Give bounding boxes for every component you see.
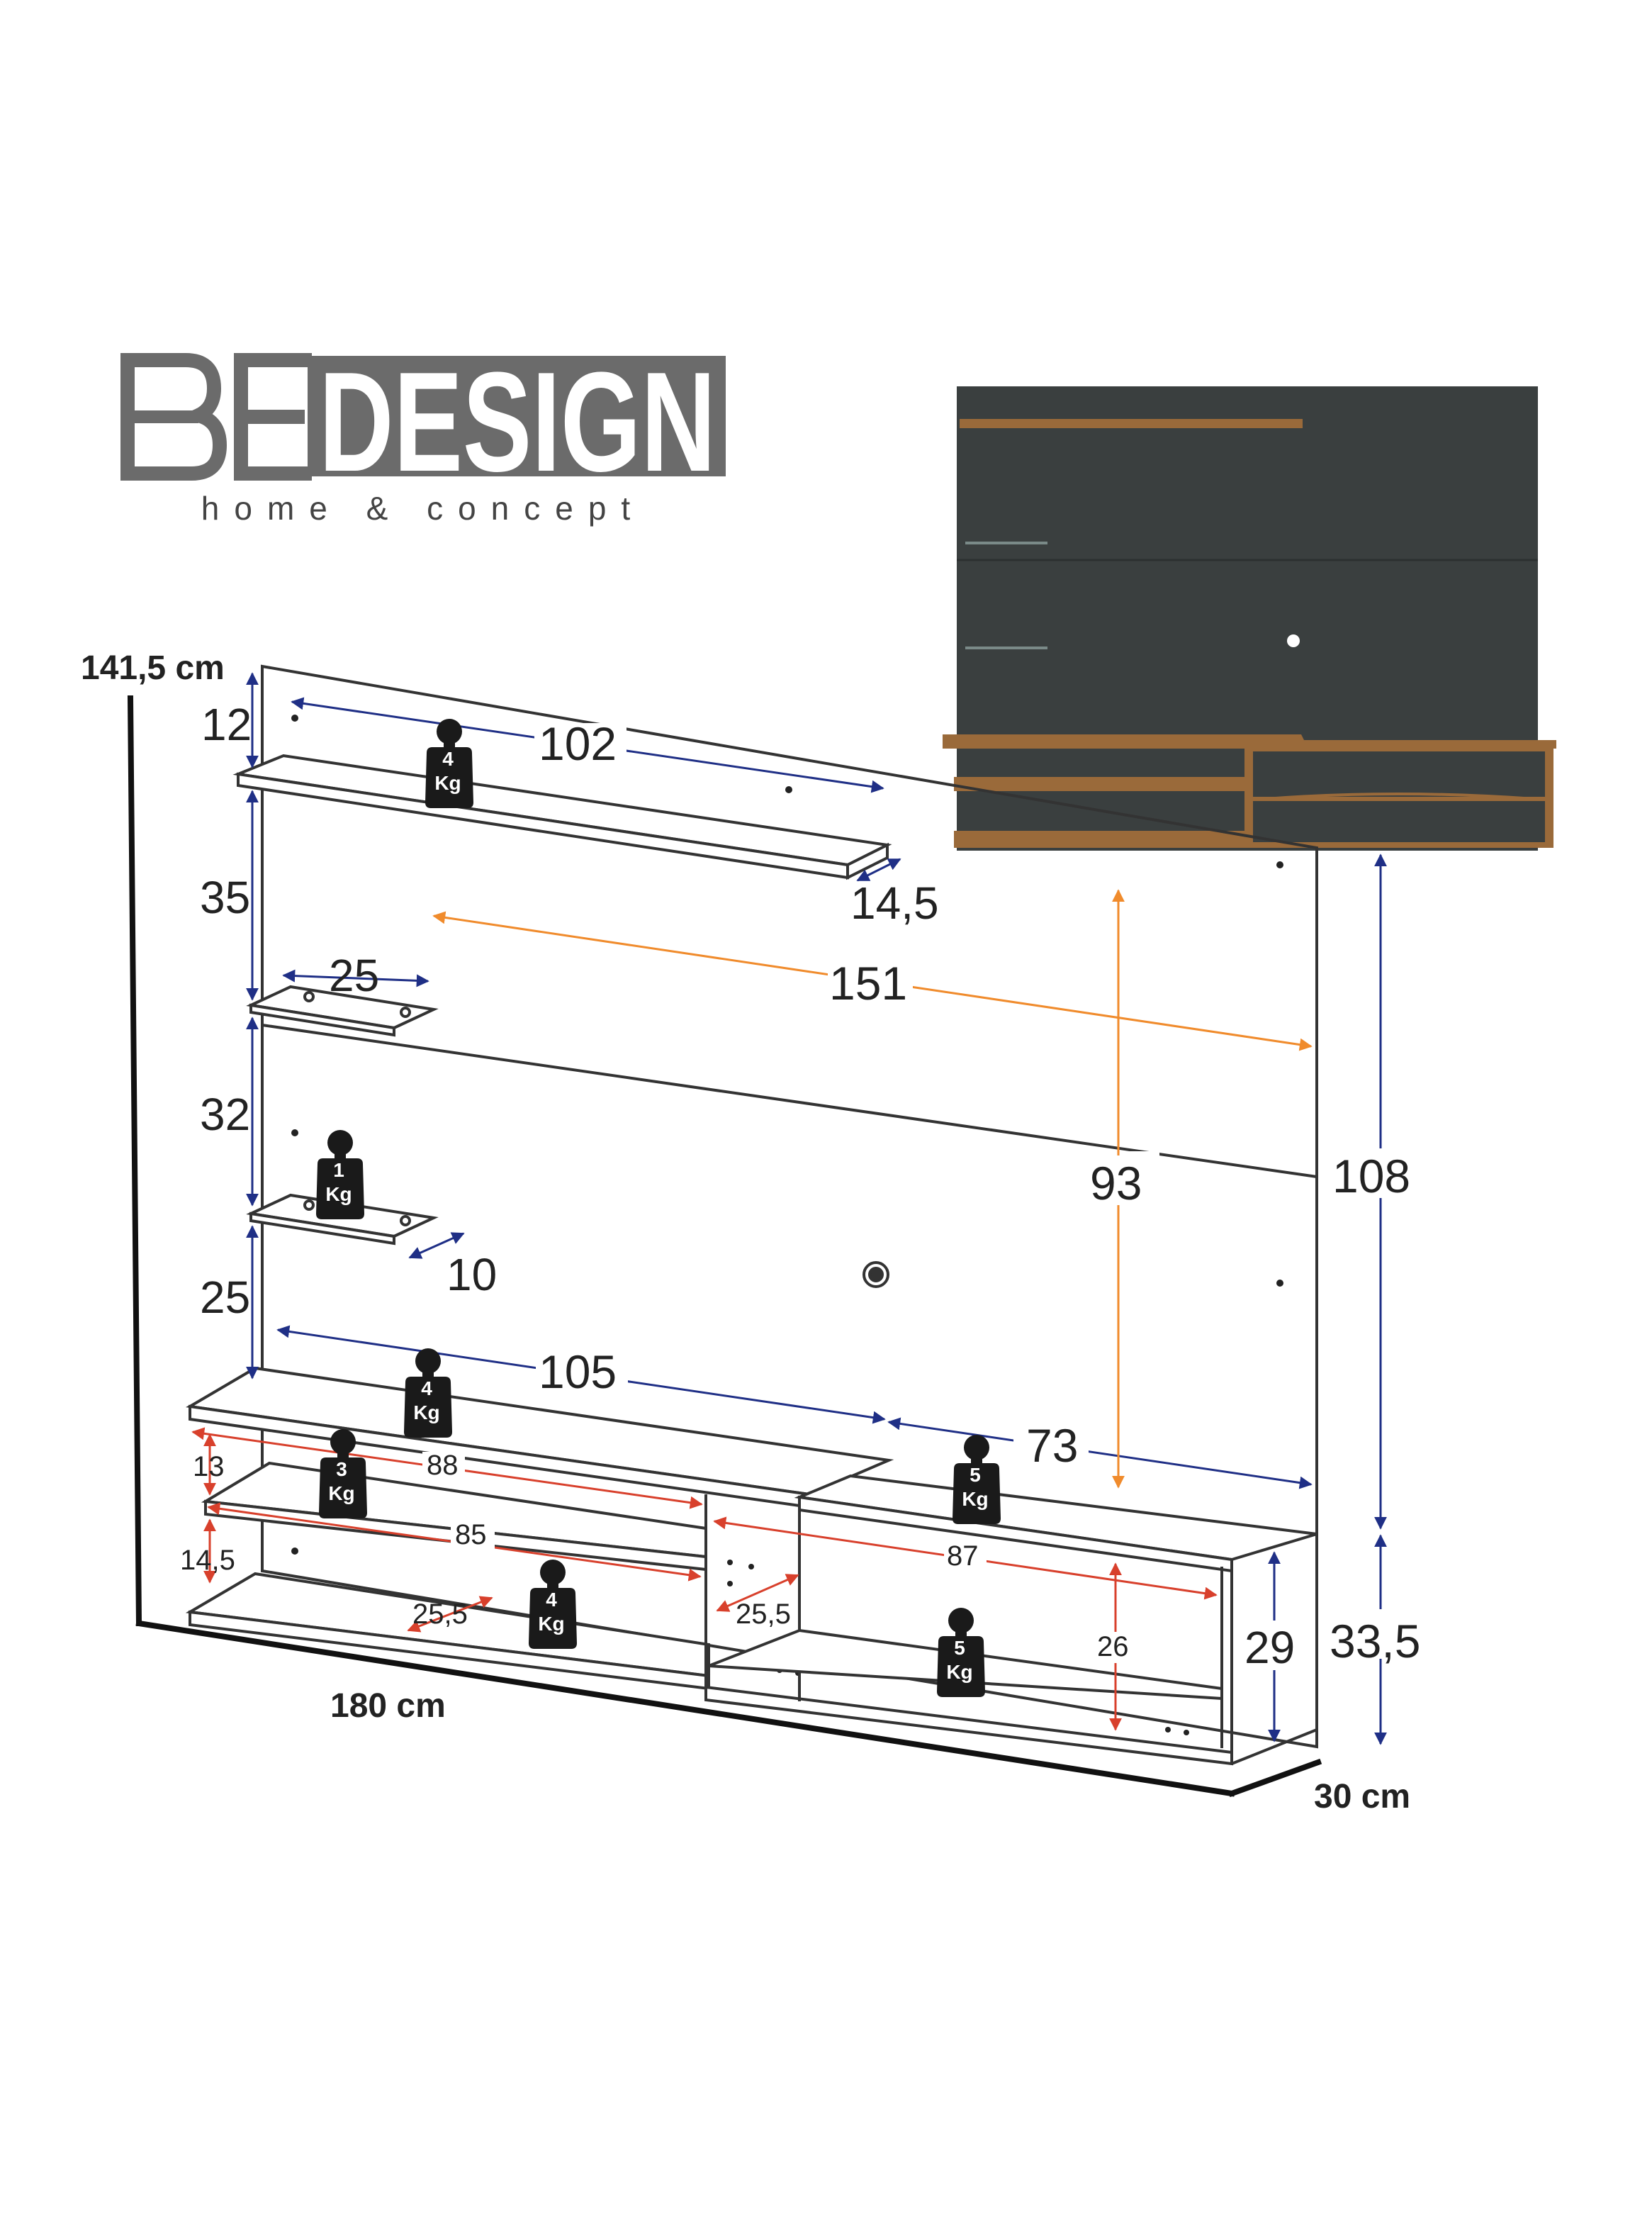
dim-35: 35 xyxy=(200,872,250,923)
dim-14-5-side: 14,5 xyxy=(180,1545,235,1576)
weight-top-shelf-value: 4 xyxy=(442,748,454,770)
overall-depth-label: 30 cm xyxy=(1314,1778,1410,1815)
svg-text:DESIGN: DESIGN xyxy=(319,343,716,501)
dim-25-5-left: 25,5 xyxy=(412,1599,468,1630)
weight-rack-bottom-value: 4 xyxy=(546,1589,557,1611)
dim-25-shelf: 25 xyxy=(329,950,379,1001)
dim-93: 93 xyxy=(1090,1157,1142,1209)
glass-shelf-upper xyxy=(246,985,439,1037)
weight-rack-top: 4 Kg xyxy=(404,1348,452,1438)
weight-rack-top-value: 4 xyxy=(421,1377,432,1399)
dimension-labels: 141,5 cm 180 cm 30 cm 12 102 14,5 35 25 … xyxy=(81,649,1420,1815)
dim-73: 73 xyxy=(1026,1419,1078,1472)
dim-87: 87 xyxy=(947,1540,979,1572)
weight-cabinet-inner-unit: Kg xyxy=(946,1661,972,1683)
dim-25-side: 25 xyxy=(200,1272,250,1323)
dim-25-5-mid: 25,5 xyxy=(736,1599,791,1630)
weight-rack-top-unit: Kg xyxy=(413,1401,439,1423)
dim-102: 102 xyxy=(539,717,617,770)
overall-outline xyxy=(127,695,1322,1798)
dim-13: 13 xyxy=(193,1451,225,1482)
weight-glass-shelf-value: 1 xyxy=(333,1159,344,1181)
dim-33-5: 33,5 xyxy=(1330,1615,1420,1667)
dim-29: 29 xyxy=(1244,1622,1295,1673)
dim-88: 88 xyxy=(427,1450,459,1481)
weight-cabinet-top-unit: Kg xyxy=(962,1488,988,1510)
weight-rack-bottom-unit: Kg xyxy=(538,1613,564,1635)
weight-rack-bottom: 4 Kg xyxy=(529,1560,577,1649)
brand-tagline: home & concept xyxy=(201,490,645,527)
overall-width-label: 180 cm xyxy=(330,1687,446,1725)
dim-26: 26 xyxy=(1097,1631,1129,1662)
dim-32: 32 xyxy=(200,1089,250,1140)
weight-cabinet-top: 5 Kg xyxy=(953,1435,1001,1524)
weight-cabinet-inner-value: 5 xyxy=(954,1637,965,1659)
weight-glass-shelf: 1 Kg xyxy=(316,1130,364,1219)
brand-logo: DESIGN home & concept xyxy=(120,343,726,527)
dim-151: 151 xyxy=(829,957,907,1009)
weight-rack-upper-unit: Kg xyxy=(328,1482,354,1504)
weight-rack-upper: 3 Kg xyxy=(319,1429,367,1518)
weight-rack-upper-value: 3 xyxy=(336,1458,347,1480)
weight-glass-shelf-unit: Kg xyxy=(325,1183,352,1205)
dim-10: 10 xyxy=(446,1249,497,1300)
weight-top-shelf: 4 Kg xyxy=(425,719,473,808)
weight-cabinet-top-value: 5 xyxy=(970,1464,981,1486)
dim-14-5-top: 14,5 xyxy=(850,878,939,929)
red-label-gaps xyxy=(422,1452,1138,1663)
overall-height-label: 141,5 cm xyxy=(81,649,225,687)
weight-top-shelf-unit: Kg xyxy=(434,772,461,794)
dim-12: 12 xyxy=(201,699,252,750)
dim-108: 108 xyxy=(1332,1150,1410,1202)
dim-85: 85 xyxy=(455,1519,487,1550)
product-photo xyxy=(943,386,1556,851)
dim-105: 105 xyxy=(539,1345,617,1398)
weight-cabinet-inner: 5 Kg xyxy=(937,1608,985,1697)
